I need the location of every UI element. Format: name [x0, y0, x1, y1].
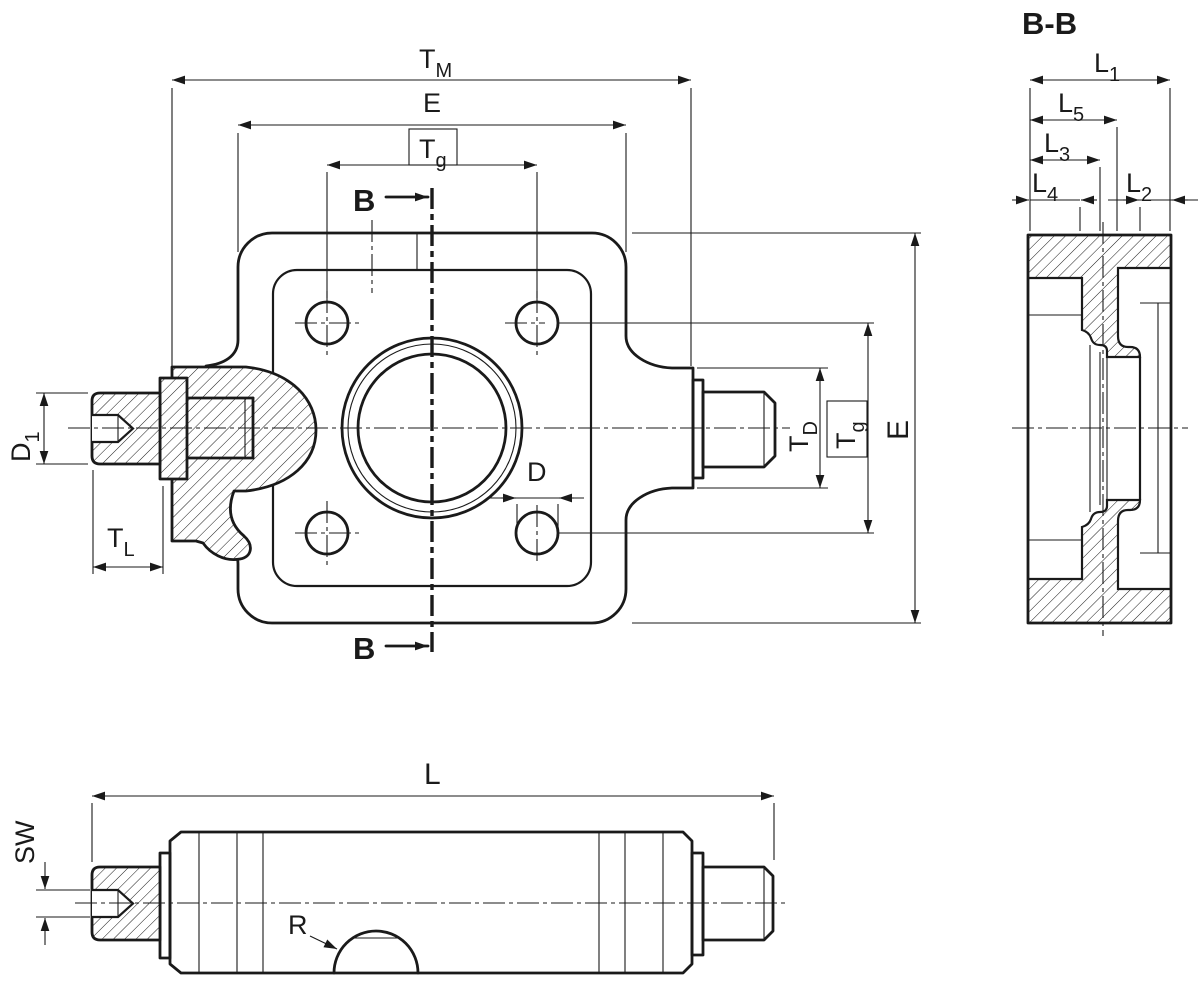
section-marker-b-bottom: B [353, 631, 375, 666]
dim-label-l1: L1 [1094, 48, 1120, 86]
dim-label-tm: TM [419, 44, 452, 82]
front-view-dimensions: TM E Tg B B D1 TL D [6, 44, 921, 666]
right-port [691, 378, 777, 480]
dim-box-tg-right [826, 400, 868, 458]
side-view [75, 830, 785, 975]
dim-label-tg-right: Tg [831, 421, 869, 449]
dim-label-d: D [527, 457, 547, 487]
left-section-blob [170, 365, 318, 561]
dim-label-l2: L2 [1126, 168, 1152, 206]
section-view: B-B L1 L5 L3 [1012, 6, 1198, 636]
dim-label-sw: SW [10, 820, 40, 864]
dim-label-td: TD [784, 421, 822, 452]
dim-label-tl: TL [107, 523, 135, 561]
dim-label-l: L [424, 758, 441, 791]
dim-label-l3: L3 [1044, 128, 1070, 166]
side-view-dimensions: L SW R [10, 758, 775, 950]
dim-label-e-top: E [423, 88, 441, 118]
front-view [68, 188, 790, 652]
section-view-title: B-B [1022, 6, 1077, 41]
dim-label-r: R [288, 910, 308, 940]
dim-label-d1: D1 [6, 431, 44, 462]
bolt-holes [295, 291, 560, 565]
section-marker-b-top: B [353, 183, 375, 218]
dim-label-l4: L4 [1032, 168, 1058, 206]
section-outline [1026, 233, 1173, 625]
dim-label-l5: L5 [1058, 88, 1084, 126]
dome-boss [332, 929, 420, 975]
dim-label-e-right: E [882, 420, 915, 440]
dim-label-tg-top: Tg [419, 134, 447, 172]
dim-box-tg-top [408, 128, 458, 166]
